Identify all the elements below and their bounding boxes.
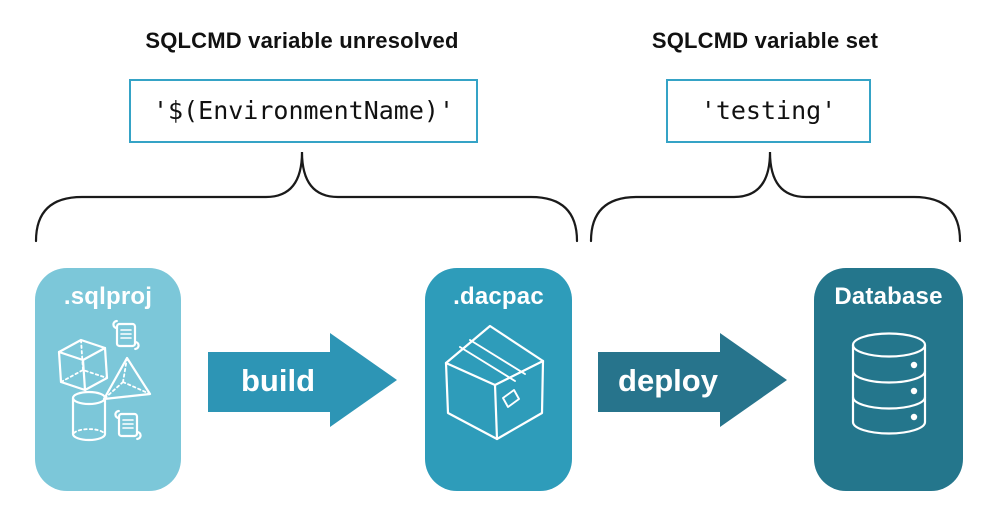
resolved-variable-code: 'testing' xyxy=(700,96,837,125)
resolved-variable-code-box: 'testing' xyxy=(666,79,871,143)
left-annotation-title: SQLCMD variable unresolved xyxy=(145,28,459,53)
right-annotation-title: SQLCMD variable set xyxy=(651,28,879,53)
build-arrow: build xyxy=(208,333,398,428)
right-arrow-icon xyxy=(208,333,397,427)
deploy-arrow: deploy xyxy=(598,333,788,428)
right-arrow-icon xyxy=(598,333,787,427)
dacpac-card: .dacpac xyxy=(425,268,572,491)
cube-icon xyxy=(57,338,109,392)
sql-script-scroll-icon xyxy=(112,319,140,351)
unresolved-variable-code-box: '$(EnvironmentName)' xyxy=(129,79,478,143)
left-brace-icon xyxy=(34,151,579,243)
cylinder-icon xyxy=(71,390,107,442)
sql-objects-icon-group xyxy=(57,319,152,442)
sqlproj-card: .sqlproj xyxy=(35,268,181,491)
dacpac-card-label: .dacpac xyxy=(453,283,544,310)
package-box-icon xyxy=(444,324,545,441)
sqlproj-card-label: .sqlproj xyxy=(63,283,153,310)
database-card-label: Database xyxy=(834,283,943,310)
sql-script-scroll-icon xyxy=(114,409,142,441)
pyramid-icon xyxy=(102,356,152,401)
build-arrow-label: build xyxy=(240,363,316,398)
database-card: Database xyxy=(814,268,963,491)
deploy-arrow-label: deploy xyxy=(618,363,718,398)
database-cylinder-icon xyxy=(851,332,927,435)
right-brace-icon xyxy=(589,151,962,243)
unresolved-variable-code: '$(EnvironmentName)' xyxy=(152,96,455,125)
